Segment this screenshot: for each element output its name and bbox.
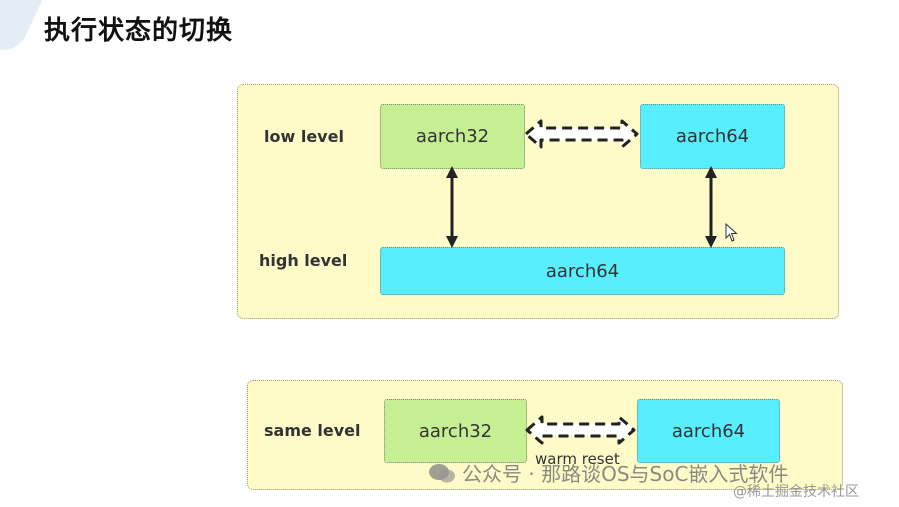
low-level-label: low level xyxy=(264,127,344,146)
watermark: 公众号 · 那路谈OS与SoC嵌入式软件 xyxy=(428,458,788,487)
dashed-double-arrow-top xyxy=(524,119,639,149)
watermark-sub: @稀土掘金技术社区 xyxy=(733,484,859,500)
aarch64-same-box: aarch64 xyxy=(637,399,780,463)
aarch64-high-box: aarch64 xyxy=(380,247,785,295)
same-level-label: same level xyxy=(264,421,361,440)
aarch64-low-box: aarch64 xyxy=(640,104,785,169)
high-level-label: high level xyxy=(259,251,348,270)
aarch32-same-box: aarch32 xyxy=(384,399,527,463)
slide-title: 执行状态的切换 xyxy=(44,16,234,46)
warm-reset-label: warm reset xyxy=(535,450,620,468)
wechat-icon xyxy=(429,463,455,482)
watermark-text: 公众号 · 那路谈OS与SoC嵌入式软件 xyxy=(462,462,789,486)
mouse-cursor-icon xyxy=(725,223,738,242)
aarch32-low-box: aarch32 xyxy=(380,104,525,169)
dashed-double-arrow-bottom xyxy=(525,415,636,445)
